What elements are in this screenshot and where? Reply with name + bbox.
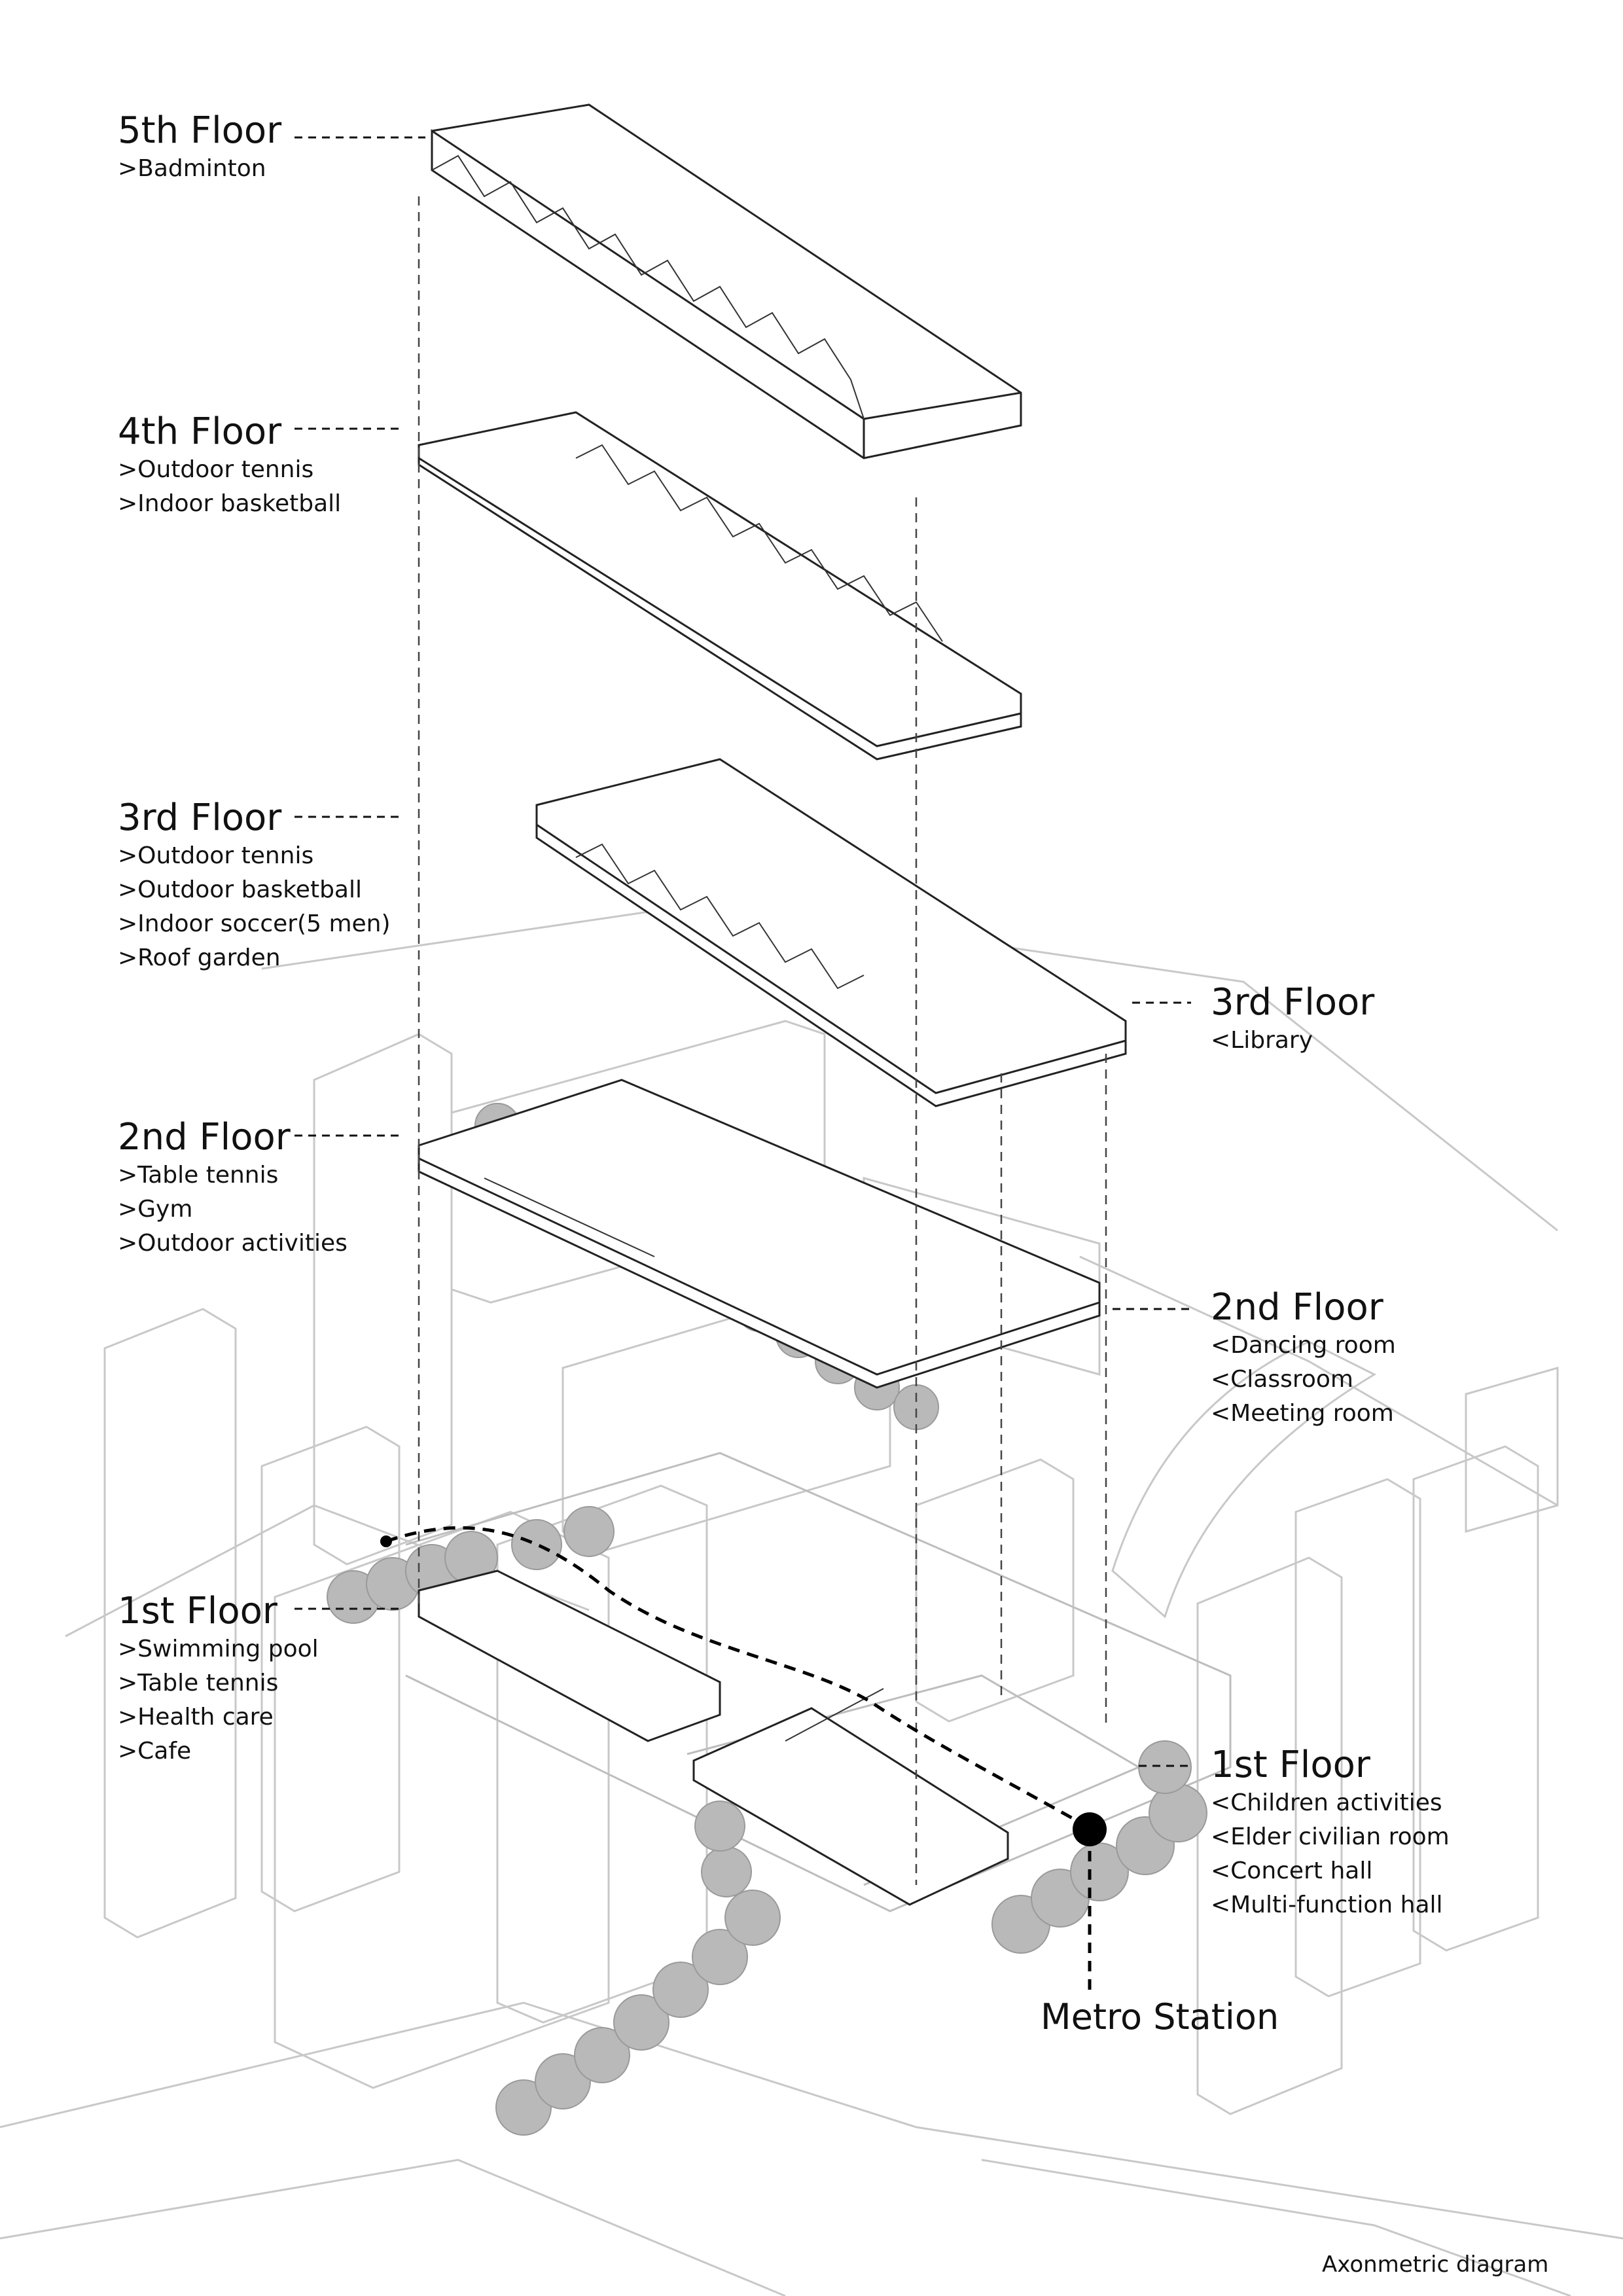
floor-item: >Gym — [118, 1196, 193, 1223]
floor-item: <Multi-function hall — [1211, 1892, 1443, 1918]
floor-title: 2nd Floor — [118, 1116, 291, 1158]
floor-item: <Library — [1211, 1027, 1313, 1054]
label-2nd-floor-right: 2nd Floor <Dancing room <Classroom <Meet… — [1211, 1287, 1396, 1431]
floor-item: >Table tennis — [118, 1670, 279, 1696]
floor-item: >Cafe — [118, 1738, 192, 1765]
floor-plates — [418, 103, 1127, 1906]
projection-lines — [418, 196, 1107, 1885]
floor-item: >Outdoor tennis — [118, 842, 314, 869]
floor-title: 3rd Floor — [118, 797, 282, 839]
floor-item: >Roof garden — [118, 944, 281, 971]
metro-station-marker — [1073, 1812, 1107, 1846]
floor-item: >Outdoor activities — [118, 1230, 348, 1257]
floor-title: 3rd Floor — [1211, 981, 1375, 1024]
label-1st-floor-left: 1st Floor >Swimming pool >Table tennis >… — [118, 1590, 319, 1768]
floor-item: <Meeting room — [1211, 1400, 1394, 1427]
floor-item: >Indoor soccer(5 men) — [118, 910, 391, 937]
label-2nd-floor-left: 2nd Floor >Table tennis >Gym >Outdoor ac… — [118, 1117, 348, 1261]
floor-item: >Swimming pool — [118, 1636, 319, 1662]
floor-item: <Concert hall — [1211, 1857, 1373, 1884]
metro-route — [380, 1526, 1107, 1996]
floor-item: <Elder civilian room — [1211, 1823, 1450, 1850]
diagram-caption: Axonmetric diagram — [1322, 2251, 1549, 2278]
route-start-dot — [380, 1535, 392, 1547]
label-3rd-floor-right: 3rd Floor <Library — [1211, 982, 1374, 1058]
floor-item: >Health care — [118, 1704, 274, 1731]
plate-2nd-floor — [418, 1079, 1101, 1389]
plate-5th-floor — [431, 103, 1022, 459]
plate-4th-floor — [418, 411, 1022, 761]
floor-item: >Outdoor tennis — [118, 456, 314, 483]
floor-title: 5th Floor — [118, 109, 282, 152]
floor-item: >Outdoor basketball — [118, 876, 362, 903]
label-5th-floor-left: 5th Floor >Badminton — [118, 110, 281, 186]
label-4th-floor-left: 4th Floor >Outdoor tennis >Indoor basket… — [118, 411, 341, 521]
leader-lines — [294, 136, 1191, 1767]
floor-title: 2nd Floor — [1211, 1286, 1383, 1329]
floor-title: 1st Floor — [1211, 1744, 1370, 1786]
floor-title: 1st Floor — [118, 1590, 277, 1632]
floor-item: <Dancing room — [1211, 1332, 1396, 1359]
metro-station-label: Metro Station — [1041, 1996, 1279, 2037]
truss-hatching — [431, 154, 943, 1742]
plate-3rd-floor — [535, 758, 1127, 1107]
label-3rd-floor-left: 3rd Floor >Outdoor tennis >Outdoor baske… — [118, 797, 391, 975]
floor-item: >Indoor basketball — [118, 490, 342, 517]
label-1st-floor-right: 1st Floor <Children activities <Elder ci… — [1211, 1744, 1450, 1922]
floor-item: >Badminton — [118, 155, 266, 182]
floor-item: <Children activities — [1211, 1789, 1442, 1816]
plate-1st-floor — [692, 1707, 1009, 1906]
floor-title: 4th Floor — [118, 410, 282, 453]
floor-item: >Table tennis — [118, 1162, 279, 1189]
floor-item: <Classroom — [1211, 1366, 1354, 1393]
